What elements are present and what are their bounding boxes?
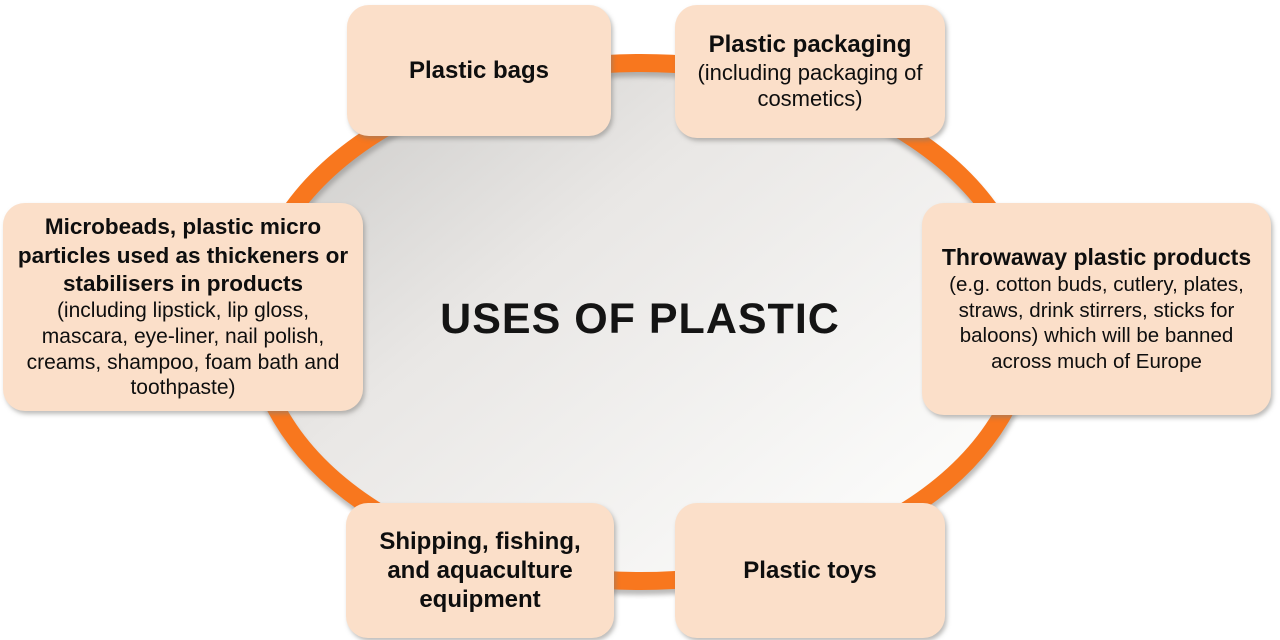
node-plastic-packaging: Plastic packaging (including packaging o… (675, 5, 945, 138)
node-plastic-toys: Plastic toys (675, 503, 945, 638)
node-plastic-bags: Plastic bags (347, 5, 611, 136)
oval-interior (254, 63, 1028, 581)
node-detail: (e.g. cotton buds, cutlery, plates, stra… (949, 273, 1244, 374)
node-shipping-fishing-aquaculture: Shipping, fishing, and aquaculture equip… (346, 503, 614, 638)
node-heading: Throwaway plastic products (941, 244, 1252, 271)
node-detail: (including lipstick, lip gloss, mascara,… (26, 299, 340, 400)
diagram-title: USES OF PLASTIC (440, 295, 840, 343)
node-throwaway-plastic-products: Throwaway plastic products (e.g. cotton … (922, 203, 1271, 415)
node-heading: Plastic bags (408, 56, 550, 84)
node-microbeads: Microbeads, plastic micro particles used… (3, 203, 363, 411)
node-heading: Microbeads, plastic micro particles used… (17, 214, 349, 296)
node-heading: Shipping, fishing, and aquaculture equip… (379, 527, 581, 614)
node-heading: Plastic packaging (708, 31, 912, 59)
node-detail: (including packaging of cosmetics) (697, 59, 923, 112)
node-heading: Plastic toys (743, 556, 877, 584)
